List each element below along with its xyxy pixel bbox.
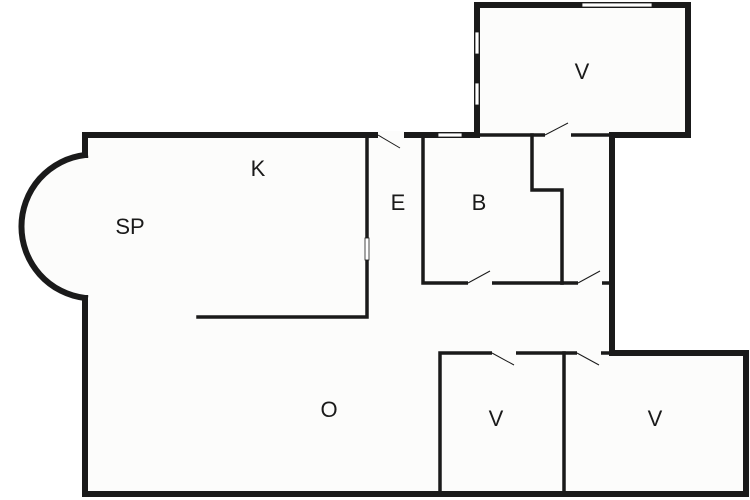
window (474, 31, 480, 55)
room-label-e: E (391, 190, 406, 215)
window (364, 237, 370, 261)
window (581, 2, 653, 8)
windows (364, 2, 653, 261)
window (437, 132, 463, 138)
room-label-o: O (320, 397, 337, 422)
room-label-v-top: V (575, 59, 590, 84)
bottom-right-bedroom-door (576, 352, 600, 366)
bedroom-walls (438, 351, 614, 496)
bathroom-wall (421, 133, 564, 285)
floor-area (21, 5, 747, 494)
kitchen-wall (196, 133, 369, 319)
interior-walls (196, 133, 614, 496)
top-bedroom-door (544, 122, 569, 136)
room-label-v-bottom-left: V (489, 406, 504, 431)
sp-bay-arc (18, 151, 89, 302)
room-label-k: K (251, 156, 266, 181)
room-label-b: B (472, 190, 487, 215)
room-label-sp: SP (115, 214, 144, 239)
room-labels: K SP E B O V V V (115, 59, 662, 431)
closet-door (577, 270, 601, 284)
doors (377, 122, 602, 366)
bathroom-door (467, 270, 491, 284)
window (474, 82, 480, 106)
entrance-door (377, 134, 401, 149)
bottom-left-bedroom-door (491, 352, 515, 366)
room-label-v-bottom-right: V (648, 406, 663, 431)
